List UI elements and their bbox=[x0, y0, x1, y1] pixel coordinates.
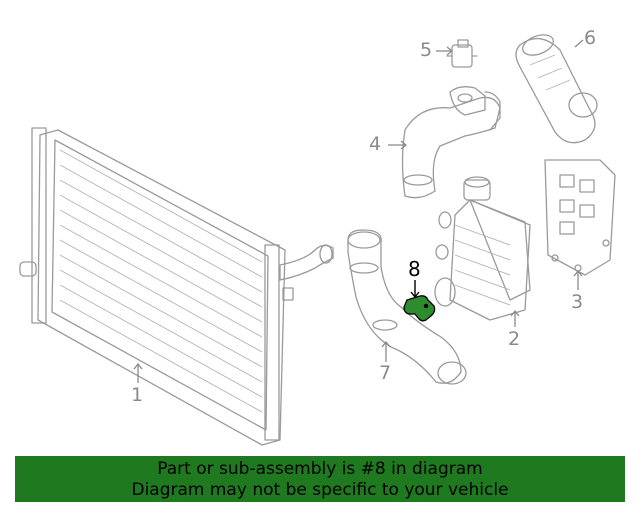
callout-3[interactable]: 3 bbox=[571, 291, 584, 313]
leader-lines bbox=[133, 39, 584, 383]
air-duct bbox=[515, 34, 598, 144]
parts-diagram bbox=[19, 34, 616, 446]
highlighted-sensor bbox=[403, 295, 436, 322]
info-banner: Part or sub-assembly is #8 in diagram Di… bbox=[15, 456, 625, 502]
callout-1[interactable]: 1 bbox=[131, 384, 144, 406]
callout-8[interactable]: 8 bbox=[408, 257, 421, 281]
banner-line-2: Diagram may not be specific to your vehi… bbox=[131, 480, 509, 500]
callout-4[interactable]: 4 bbox=[369, 133, 382, 155]
connector bbox=[446, 39, 478, 68]
radiator bbox=[19, 127, 334, 446]
intercooler bbox=[434, 176, 531, 321]
callout-6[interactable]: 6 bbox=[584, 27, 597, 49]
banner-line-1: Part or sub-assembly is #8 in diagram bbox=[157, 459, 483, 479]
callout-5[interactable]: 5 bbox=[420, 39, 433, 61]
callout-7[interactable]: 7 bbox=[379, 362, 392, 384]
intake-pipe bbox=[401, 86, 501, 199]
bracket-plate bbox=[544, 159, 616, 276]
charge-hose bbox=[347, 229, 467, 385]
callout-2[interactable]: 2 bbox=[508, 328, 521, 350]
